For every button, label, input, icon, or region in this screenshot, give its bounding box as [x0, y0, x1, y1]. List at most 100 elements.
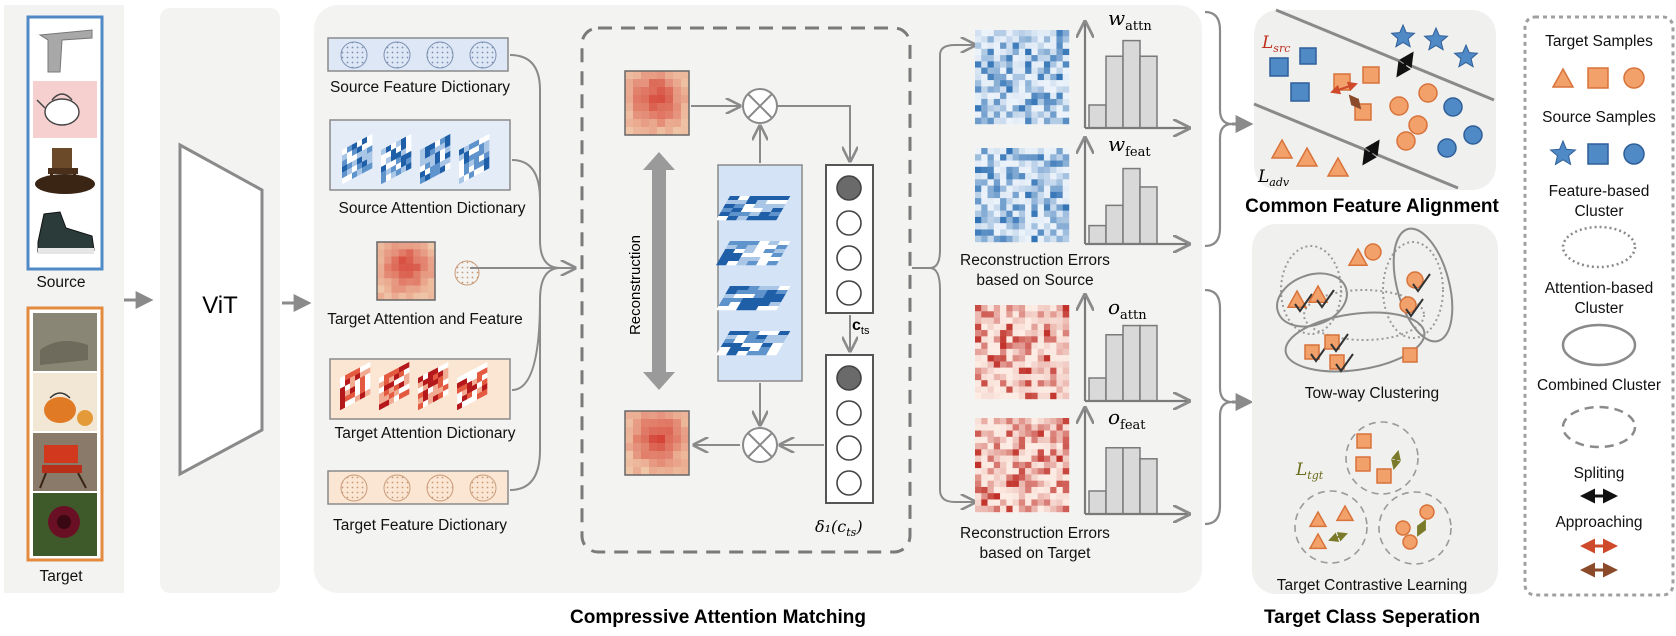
coefficient — [836, 435, 862, 461]
histogram-o-attn — [1085, 295, 1189, 401]
otimes-top — [742, 88, 778, 124]
legend-target-circle — [1623, 67, 1645, 89]
histogram-bar — [1122, 39, 1141, 129]
source-image-sneaker — [33, 200, 97, 264]
legend-source-samples: Source Samples — [1542, 109, 1656, 126]
source-star — [1423, 26, 1449, 51]
otimes-bottom — [742, 427, 778, 463]
target-label: Target — [39, 568, 83, 585]
source-circle — [1463, 125, 1483, 145]
source-feature-dictionary: Source Feature Dictionary — [327, 37, 510, 96]
target-image-kettle — [33, 373, 97, 431]
source-attention-dictionary-label: Source Attention Dictionary — [339, 200, 526, 217]
histogram-bar — [1122, 447, 1141, 515]
target-image-chair — [33, 433, 97, 491]
target-circle — [1408, 115, 1428, 135]
source-errors-caption-2: based on Source — [976, 272, 1093, 289]
target-circle — [1402, 534, 1418, 550]
target-contrastive-learning-label: Target Contrastive Learning — [1277, 577, 1467, 594]
source-square — [1290, 82, 1310, 102]
error-map-w-feat — [975, 148, 1070, 243]
input-images: Source Target — [4, 5, 124, 593]
coefficient — [836, 365, 862, 391]
error-split-arrows — [912, 45, 975, 502]
target-square — [1329, 354, 1345, 370]
source-star — [1453, 43, 1479, 68]
histogram-bar — [1139, 324, 1158, 402]
feature-token — [426, 474, 454, 502]
reconstruction-errors: wattn wfeat oattn ofeat Reconstruction E… — [960, 6, 1189, 562]
histogram-bar — [1139, 55, 1158, 129]
source-circle — [1443, 97, 1463, 117]
legend-combined-cluster: Combined Cluster — [1537, 377, 1661, 394]
histogram-bar — [1105, 55, 1124, 129]
target-square — [1402, 347, 1418, 363]
error-map-o-feat — [975, 418, 1070, 513]
target-errors-caption-1: Reconstruction Errors — [960, 525, 1110, 542]
target-attention-and-feature: Target Attention and Feature — [327, 241, 523, 328]
braces — [1204, 10, 1233, 526]
l-adv-label: Ladv — [1257, 167, 1290, 189]
target-circle — [1419, 504, 1435, 520]
target-attention-map — [376, 241, 436, 301]
target-attention-dictionary: Target Attention Dictionary — [329, 358, 516, 442]
legend-target-samples: Target Samples — [1545, 33, 1653, 50]
target-class-separation-title: Target Class Seperation — [1264, 607, 1480, 628]
legend-source-circle — [1623, 143, 1645, 165]
two-way-clustering-label: Tow-way Clustering — [1305, 385, 1439, 402]
target-circle — [1364, 243, 1382, 261]
target-image-flower — [33, 493, 97, 556]
dictionary-merge-arrows — [470, 54, 575, 491]
target-attention-dictionary-label: Target Attention Dictionary — [335, 425, 516, 442]
histogram-o-feat — [1085, 408, 1189, 514]
legend-attention-cluster-1: Attention-based — [1545, 280, 1654, 297]
target-errors-caption-2: based on Target — [980, 545, 1092, 562]
source-star — [1549, 139, 1577, 166]
target-triangle — [1308, 510, 1328, 528]
attention-map — [457, 361, 488, 411]
coefficient — [836, 400, 862, 426]
histogram-bar — [1088, 224, 1107, 245]
source-square — [1299, 47, 1317, 65]
attention-map — [420, 133, 451, 185]
attention-map — [459, 133, 490, 185]
feature-token — [469, 474, 497, 502]
target-attention-and-feature-label: Target Attention and Feature — [327, 311, 523, 328]
target-triangle — [1270, 138, 1294, 159]
target-circle — [1396, 131, 1416, 151]
attention-map — [418, 361, 449, 411]
legend-approaching: Approaching — [1555, 514, 1642, 531]
dictionaries: Source Feature Dictionary Source Attenti… — [327, 37, 526, 534]
common-feature-alignment-title: Common Feature Alignment — [1245, 196, 1499, 217]
source-circle — [1437, 138, 1457, 158]
target-square — [1362, 66, 1380, 84]
stack-attention-map — [715, 331, 791, 356]
target-triangle — [1295, 146, 1319, 167]
histogram-bar — [1122, 324, 1141, 402]
legend-splitting: Spliting — [1574, 465, 1625, 482]
delta-label: δ₁(cts) — [815, 517, 863, 539]
feature-token — [340, 41, 368, 69]
feature-token — [469, 41, 497, 69]
feature-token — [426, 41, 454, 69]
source-star — [1390, 23, 1416, 48]
w-attn-label: wattn — [1108, 6, 1152, 34]
attention-map — [381, 133, 412, 185]
stack-attention-map — [715, 241, 791, 266]
error-map-o-attn — [975, 305, 1070, 400]
source-errors-caption-1: Reconstruction Errors — [960, 252, 1110, 269]
target-circle — [1418, 83, 1438, 103]
o-attn-label: oattn — [1108, 295, 1147, 323]
source-image-kettle — [33, 81, 97, 138]
target-triangle — [1551, 67, 1575, 88]
target-triangle — [1308, 532, 1328, 550]
coefficient — [836, 210, 862, 236]
attention-map — [379, 361, 410, 411]
legend-target-square — [1587, 67, 1609, 89]
cam-title: Compressive Attention Matching — [570, 607, 866, 628]
source-label: Source — [36, 274, 85, 291]
l-tgt-label: Ltgt — [1295, 460, 1324, 482]
coefficient — [836, 280, 862, 306]
stack-attention-map — [715, 286, 791, 311]
target-class-separation: Tow-way Clustering Ltgt Target Contrasti… — [1252, 224, 1498, 594]
